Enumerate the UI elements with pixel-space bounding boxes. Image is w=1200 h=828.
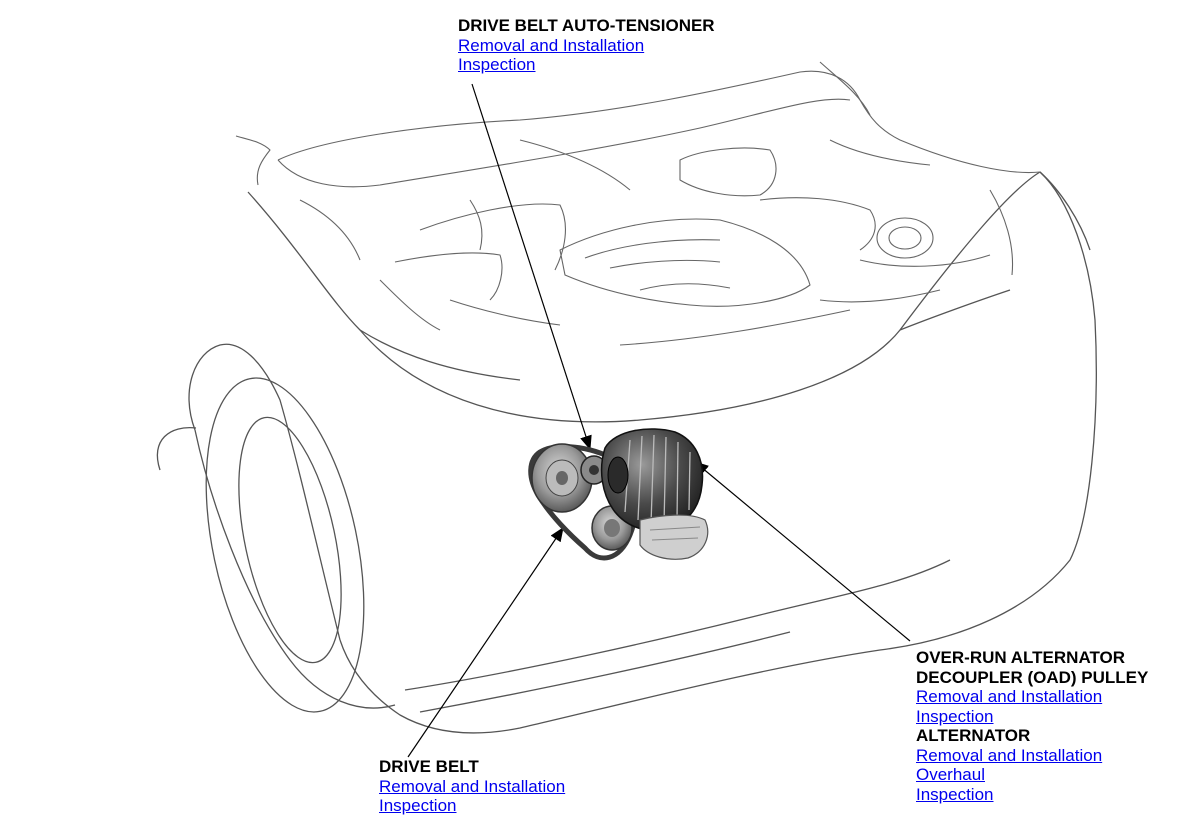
tensioner-leader xyxy=(471,83,592,451)
drive-belt-leader xyxy=(407,527,564,758)
alternator-leader xyxy=(694,461,911,642)
alternator-inspection-link[interactable]: Inspection xyxy=(916,784,994,804)
oad-pulley-title-line2: DECOUPLER (OAD) PULLEY xyxy=(916,667,1149,687)
alternator-overhaul-link[interactable]: Overhaul xyxy=(916,765,985,784)
tensioner-callout: DRIVE BELT AUTO-TENSIONER Removal and In… xyxy=(458,16,715,75)
tensioner-title: DRIVE BELT AUTO-TENSIONER xyxy=(458,16,715,35)
drive-belt-inspection-link[interactable]: Inspection xyxy=(379,796,457,815)
drive-belt-assembly xyxy=(528,428,709,561)
drive-belt-removal-link[interactable]: Removal and Installation xyxy=(379,776,566,796)
oad-pulley-removal-link[interactable]: Removal and Installation xyxy=(916,687,1103,706)
drive-belt-callout: DRIVE BELT Removal and Installation Insp… xyxy=(379,757,565,816)
alternator-removal-link[interactable]: Removal and Installation xyxy=(916,745,1103,765)
callout-leaders xyxy=(407,83,911,758)
car-body-outline xyxy=(156,171,1097,734)
tensioner-inspection-link[interactable]: Inspection xyxy=(458,55,536,74)
alternator-callout: OVER-RUN ALTERNATOR DECOUPLER (OAD) PULL… xyxy=(916,648,1148,804)
oad-pulley-title-line1: OVER-RUN ALTERNATOR xyxy=(916,648,1126,667)
drive-belt-title: DRIVE BELT xyxy=(379,757,479,776)
engine-bay-outline xyxy=(235,61,1041,346)
alternator-title: ALTERNATOR xyxy=(916,726,1031,745)
tensioner-removal-link[interactable]: Removal and Installation xyxy=(458,35,645,55)
oad-pulley-inspection-link[interactable]: Inspection xyxy=(916,706,994,726)
